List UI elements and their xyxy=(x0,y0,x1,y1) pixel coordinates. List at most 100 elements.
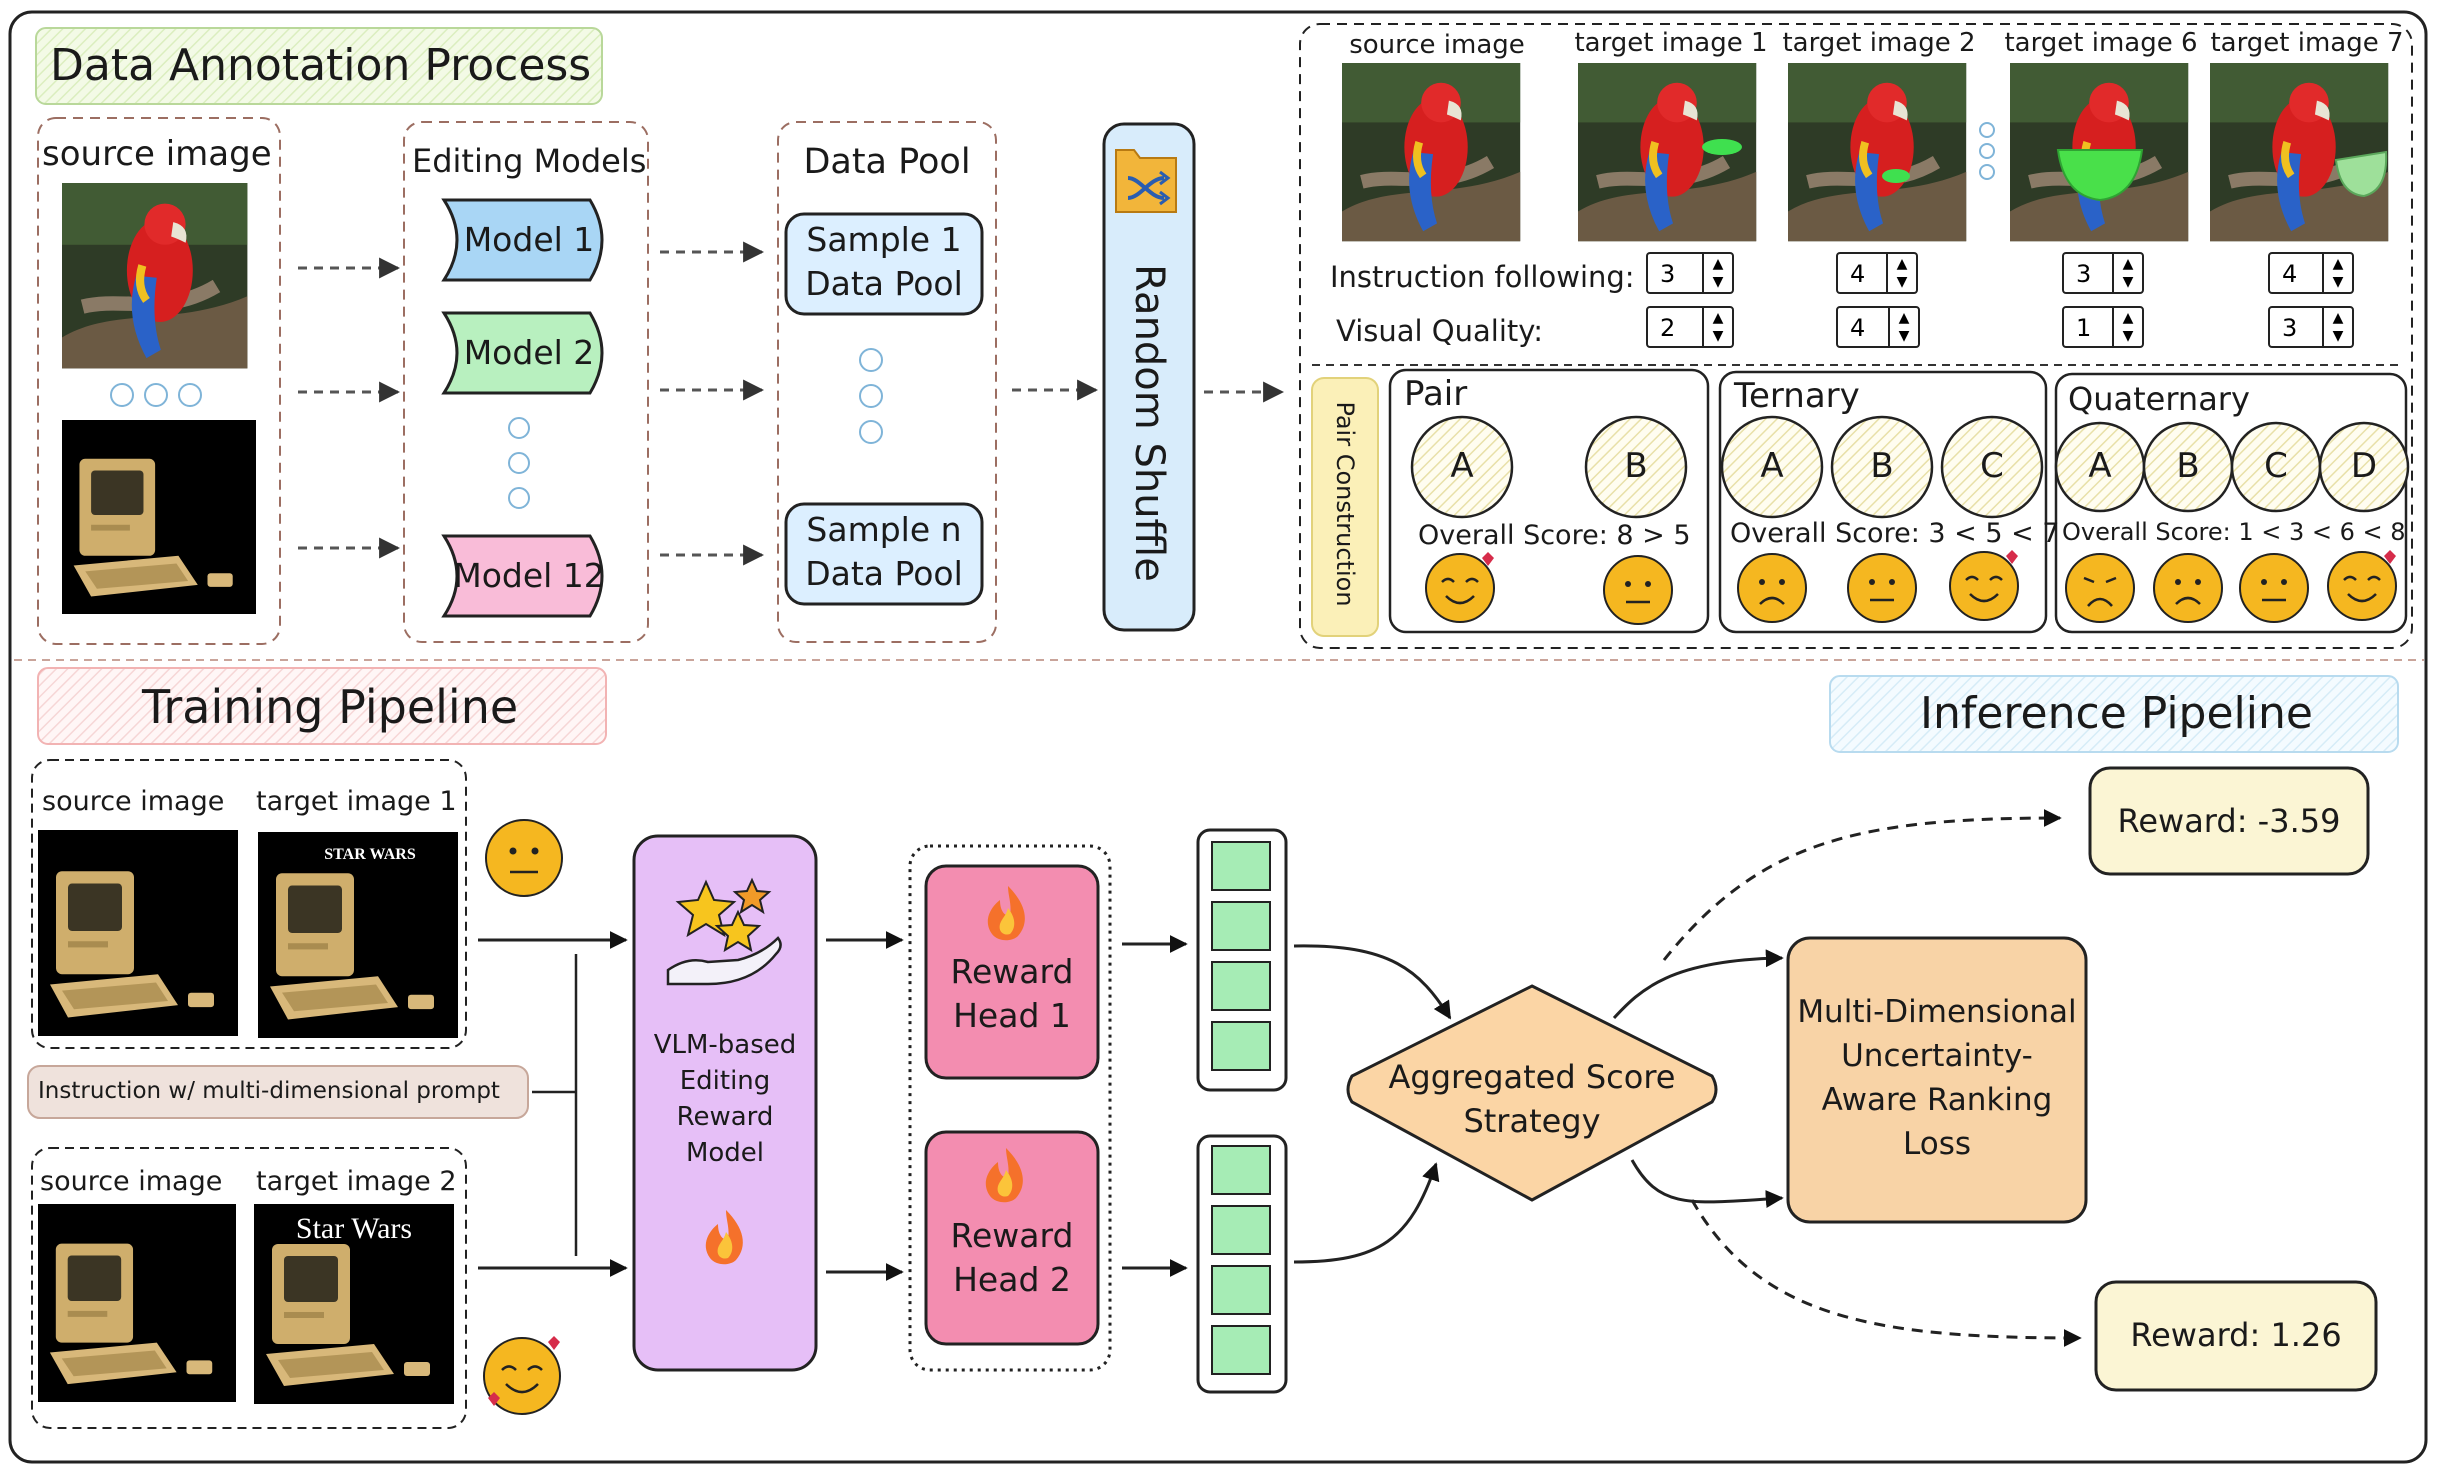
shuffle-folder-icon xyxy=(1115,149,1177,213)
train-target-2-label: target image 2 xyxy=(256,1166,457,1197)
target-7-label: target image 7 xyxy=(2210,28,2404,58)
quaternary-node-b: B xyxy=(2176,446,2200,486)
sad-face-icon xyxy=(1737,553,1807,623)
happy-face-icon xyxy=(2327,550,2397,621)
pair-construction-box xyxy=(1311,377,1379,637)
model-1-label: Model 1 xyxy=(463,220,595,259)
target-2-label: target image 2 xyxy=(1782,28,1976,58)
aggregate-line1: Aggregated Score xyxy=(1388,1058,1676,1096)
spinner-arrows-icon[interactable]: ▲▼ xyxy=(1886,254,1916,292)
loss-line4: Loss xyxy=(1903,1126,1971,1162)
target-1-label: target image 1 xyxy=(1574,28,1768,58)
spinner-arrows-icon[interactable]: ▲▼ xyxy=(1888,308,1918,346)
sample-n-box xyxy=(784,502,984,606)
random-shuffle-box xyxy=(1102,122,1196,632)
aggregate-line2: Strategy xyxy=(1463,1102,1601,1140)
training-title: Training Pipeline xyxy=(142,680,519,734)
data-pool-box xyxy=(777,121,997,643)
loss-line3: Aware Ranking xyxy=(1821,1082,2053,1118)
quality-score-3[interactable]: 1▲▼ xyxy=(2062,306,2144,348)
instruction-score-2[interactable]: 4▲▼ xyxy=(1836,252,1918,294)
reward-head-1-line1: Reward xyxy=(950,952,1074,991)
loss-line2: Uncertainty- xyxy=(1841,1038,2033,1074)
happy-face-icon xyxy=(1425,552,1495,623)
right-source-image xyxy=(1342,63,1520,241)
sample-1-line1: Sample 1 xyxy=(806,220,962,259)
annotation-title: Data Annotation Process xyxy=(50,40,592,91)
quaternary-score: Overall Score: 1 < 3 < 6 < 8 xyxy=(2062,518,2406,546)
quaternary-node-d: D xyxy=(2350,446,2378,486)
training-pair-2-box xyxy=(31,1147,467,1429)
spinner-arrows-icon[interactable]: ▲▼ xyxy=(2112,308,2142,346)
spinner-arrows-icon[interactable]: ▲▼ xyxy=(1702,254,1732,292)
sample-1-box xyxy=(784,212,984,316)
reward-bottom-box xyxy=(2094,1280,2378,1392)
model-12-label: Model 12 xyxy=(453,556,605,595)
train-source-label-1: source image xyxy=(42,786,225,817)
reward-head-1-box xyxy=(924,864,1100,1080)
target-image-7 xyxy=(2210,63,2388,241)
right-source-label: source image xyxy=(1349,30,1525,60)
quality-score-1[interactable]: 2▲▼ xyxy=(1646,306,1734,348)
training-title-box xyxy=(37,667,607,745)
spinner-arrows-icon[interactable]: ▲▼ xyxy=(2322,308,2352,346)
ternary-title: Ternary xyxy=(1734,376,1860,416)
ternary-score: Overall Score: 3 < 5 < 7 xyxy=(1730,518,2060,549)
vlm-label-1: VLM-based xyxy=(653,1030,797,1060)
editing-models-label: Editing Models xyxy=(412,142,647,180)
fire-icon xyxy=(985,1148,1023,1203)
quaternary-node-c: C xyxy=(2264,446,2288,486)
quality-score-2[interactable]: 4▲▼ xyxy=(1836,306,1920,348)
source-image-label: source image xyxy=(42,134,272,174)
pair-box xyxy=(1388,368,1710,634)
reward-top-box xyxy=(2088,766,2370,876)
source-computer-image xyxy=(62,420,256,614)
reward-bottom-value: Reward: 1.26 xyxy=(2130,1316,2342,1354)
fire-icon xyxy=(705,1210,743,1265)
target-6-label: target image 6 xyxy=(2004,28,2198,58)
model-2-shape xyxy=(441,311,604,395)
annotation-right-panel xyxy=(1299,23,2413,649)
neutral-face-icon xyxy=(1847,553,1917,623)
neutral-face-icon xyxy=(2239,553,2309,623)
random-shuffle-label: Random Shuffle xyxy=(1126,264,1172,582)
sample-n-line1: Sample n xyxy=(806,510,962,549)
neutral-face-icon xyxy=(1603,555,1673,625)
neutral-face-icon xyxy=(485,819,563,897)
quality-score-4[interactable]: 3▲▼ xyxy=(2268,306,2354,348)
aggregated-score-diamond xyxy=(1346,984,1718,1202)
star-wars-logo-text: STAR WARS xyxy=(324,846,416,863)
loss-box xyxy=(1786,936,2088,1224)
inference-title: Inference Pipeline xyxy=(1920,688,2313,739)
quaternary-title: Quaternary xyxy=(2068,380,2250,418)
train-source-label-2: source image xyxy=(40,1166,223,1197)
spinner-arrows-icon[interactable]: ▲▼ xyxy=(2322,254,2352,292)
model-12-shape xyxy=(441,534,604,618)
pair-node-b: B xyxy=(1624,446,1648,486)
stars-hand-icon xyxy=(666,877,782,986)
spinner-arrows-icon[interactable]: ▲▼ xyxy=(2112,254,2142,292)
reward-head-2-line2: Head 2 xyxy=(953,1260,1071,1299)
fire-icon xyxy=(987,886,1025,941)
pair-node-a: A xyxy=(1450,446,1474,486)
sample-1-line2: Data Pool xyxy=(805,264,963,303)
ternary-node-b: B xyxy=(1870,446,1894,486)
instruction-score-1[interactable]: 3▲▼ xyxy=(1646,252,1734,294)
instruction-following-label: Instruction following: xyxy=(1330,260,1635,294)
spinner-arrows-icon[interactable]: ▲▼ xyxy=(1702,308,1732,346)
instruction-box xyxy=(27,1065,529,1119)
pair-title: Pair xyxy=(1404,374,1468,414)
training-pair-1-box xyxy=(31,759,467,1049)
instruction-score-3[interactable]: 3▲▼ xyxy=(2062,252,2144,294)
ternary-box xyxy=(1718,370,2048,634)
instruction-score-4[interactable]: 4▲▼ xyxy=(2268,252,2354,294)
vlm-label-4: Model xyxy=(685,1138,765,1168)
reward-heads-group xyxy=(908,844,1112,1372)
vlm-label-3: Reward xyxy=(676,1102,774,1132)
quaternary-box xyxy=(2054,372,2408,634)
happy-face-icon xyxy=(483,1336,561,1415)
train-target-1-label: target image 1 xyxy=(256,786,457,817)
reward-head-1-line2: Head 1 xyxy=(953,996,1071,1035)
crying-face-icon xyxy=(2065,553,2135,623)
visual-quality-label: Visual Quality: xyxy=(1336,314,1544,348)
